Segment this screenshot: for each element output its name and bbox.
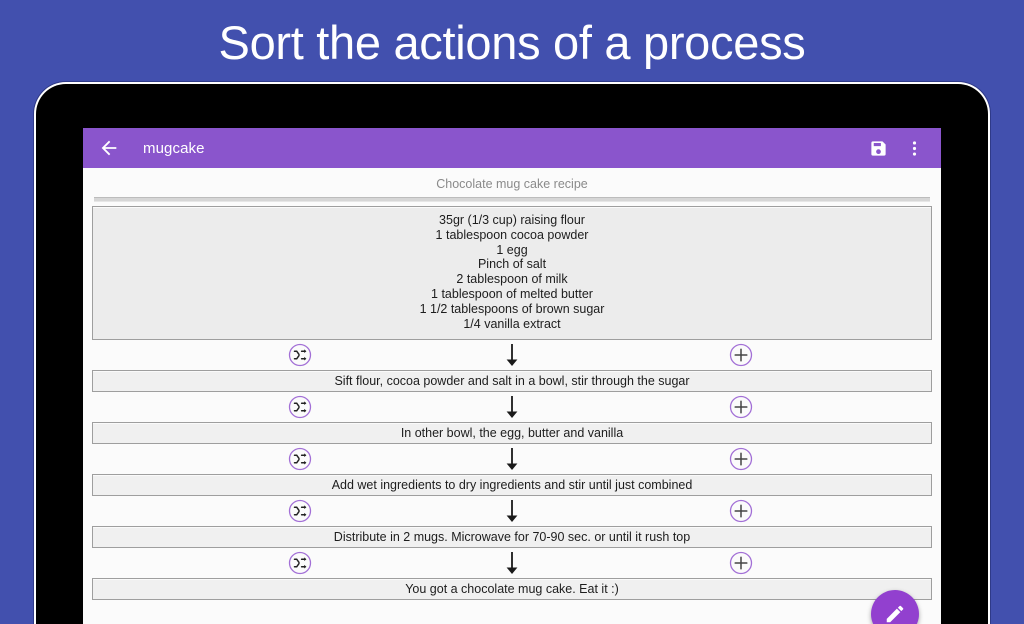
arrow-down-icon <box>499 342 525 368</box>
arrow-down-icon <box>499 394 525 420</box>
plus-circle-icon[interactable] <box>729 343 753 367</box>
ingredient-line: 1 tablespoon cocoa powder <box>435 227 589 242</box>
back-arrow-icon[interactable] <box>97 136 121 160</box>
arrow-down-icon <box>499 446 525 472</box>
tablet-device-frame: mugcake Chocolate mug cake recipe 35gr (… <box>36 84 988 624</box>
shuffle-icon[interactable] <box>288 343 312 367</box>
step-row[interactable]: In other bowl, the egg, butter and vanil… <box>92 422 932 445</box>
arrow-down-icon <box>499 498 525 524</box>
ingredient-line: 2 tablespoon of milk <box>456 272 568 287</box>
ingredient-line: Pinch of salt <box>477 257 547 272</box>
shuffle-icon[interactable] <box>288 551 312 575</box>
step-row[interactable]: Sift flour, cocoa powder and salt in a b… <box>92 370 932 393</box>
step-connector <box>92 392 932 422</box>
promo-screenshot: Sort the actions of a process mugcake Ch… <box>36 15 988 624</box>
arrow-down-icon <box>499 550 525 576</box>
step-row[interactable]: You got a chocolate mug cake. Eat it :) <box>92 578 932 601</box>
shuffle-icon[interactable] <box>288 395 312 419</box>
plus-circle-icon[interactable] <box>729 447 753 471</box>
step-row[interactable]: Add wet ingredients to dry ingredients a… <box>92 474 932 497</box>
recipe-title: Chocolate mug cake recipe <box>436 177 588 191</box>
app-bar-title: mugcake <box>143 139 205 157</box>
plus-circle-icon[interactable] <box>729 395 753 419</box>
step-connector <box>92 496 932 526</box>
ingredient-line: 1 1/2 tablespoons of brown sugar <box>419 301 605 316</box>
plus-circle-icon[interactable] <box>729 551 753 575</box>
promo-headline: Sort the actions of a process <box>218 15 806 69</box>
title-divider <box>94 197 930 202</box>
plus-circle-icon[interactable] <box>729 499 753 523</box>
save-floppy-icon[interactable] <box>865 135 891 161</box>
ingredient-line: 1 egg <box>496 242 528 257</box>
ingredient-line: 35gr (1/3 cup) raising flour <box>439 213 585 227</box>
ingredient-line: 1 tablespoon of melted butter <box>431 286 593 301</box>
step-connector <box>92 444 932 474</box>
process-editor: Chocolate mug cake recipe 35gr (1/3 cup)… <box>83 168 941 624</box>
pencil-edit-icon <box>886 605 904 623</box>
step-connector <box>92 340 932 370</box>
step-row[interactable]: Distribute in 2 mugs. Microwave for 70-9… <box>92 526 932 549</box>
step-connector <box>92 548 932 578</box>
ingredient-line: 1/4 vanilla extract <box>463 316 561 331</box>
more-vertical-icon[interactable] <box>901 135 927 161</box>
app-bar: mugcake <box>83 128 941 168</box>
shuffle-icon[interactable] <box>288 499 312 523</box>
device-screen: mugcake Chocolate mug cake recipe 35gr (… <box>83 128 941 624</box>
shuffle-icon[interactable] <box>288 447 312 471</box>
ingredients-panel[interactable]: 35gr (1/3 cup) raising flour 1 tablespoo… <box>92 206 932 341</box>
